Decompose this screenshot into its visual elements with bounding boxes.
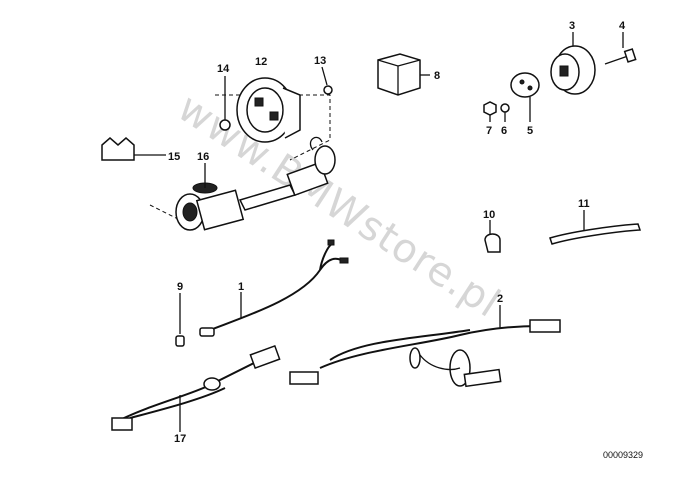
part-16-cable-connector[interactable] [149, 136, 336, 231]
part-9-bulb[interactable] [175, 293, 185, 347]
callout-5: 5 [527, 125, 533, 137]
part-17-harness[interactable] [111, 345, 281, 432]
callout-3: 3 [569, 20, 575, 32]
part-14-screw[interactable] [219, 76, 231, 131]
part-11-ground-strap[interactable] [549, 210, 642, 245]
callout-1: 1 [238, 281, 244, 293]
callout-14: 14 [217, 63, 230, 75]
callout-11: 11 [578, 198, 590, 210]
callout-2: 2 [497, 293, 503, 305]
part-7-nut[interactable] [483, 101, 497, 122]
part-15-terminal-clip[interactable] [101, 137, 166, 161]
part-13-nut[interactable] [321, 66, 333, 95]
part-5-plate[interactable] [510, 72, 540, 122]
callout-4: 4 [619, 20, 626, 32]
part-4-bolt[interactable] [604, 32, 637, 65]
part-8-relay[interactable] [377, 53, 430, 96]
part-6-washer[interactable] [500, 103, 510, 122]
document-number: 00009329 [603, 450, 643, 460]
callout-9: 9 [177, 281, 183, 293]
callout-6: 6 [501, 125, 507, 137]
callout-10: 10 [483, 209, 495, 221]
callout-13: 13 [314, 55, 326, 67]
part-12-connector-housing[interactable] [215, 77, 331, 161]
part-3-socket-housing[interactable] [550, 32, 596, 95]
callout-12: 12 [255, 56, 267, 68]
callout-7: 7 [486, 125, 492, 137]
callout-8: 8 [434, 70, 440, 82]
callout-16: 16 [197, 151, 209, 163]
part-10-cable-clip[interactable] [484, 220, 501, 253]
callout-15: 15 [168, 151, 180, 163]
callout-17: 17 [174, 433, 186, 445]
part-1-wire-harness[interactable] [199, 239, 349, 337]
part-2-main-harness[interactable] [289, 305, 561, 388]
